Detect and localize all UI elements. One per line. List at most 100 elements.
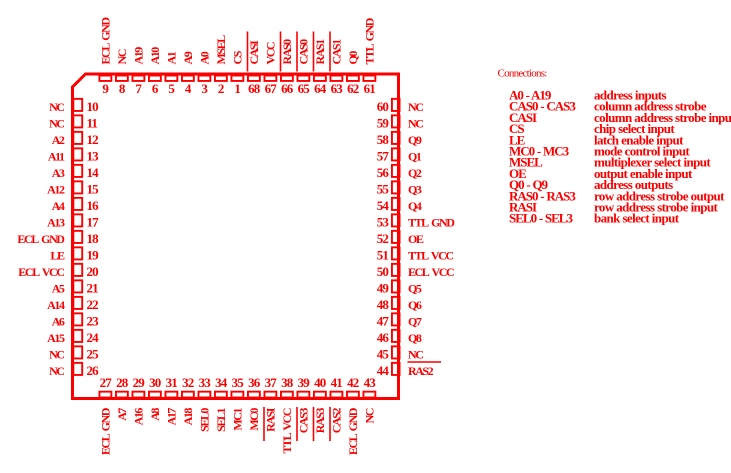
- svg-text:Q4: Q4: [408, 199, 422, 213]
- svg-text:65: 65: [298, 81, 311, 96]
- svg-text:43: 43: [364, 375, 377, 390]
- svg-text:64: 64: [314, 81, 327, 96]
- svg-text:A9: A9: [181, 51, 195, 64]
- svg-text:34: 34: [215, 375, 228, 390]
- svg-text:NC: NC: [362, 408, 376, 423]
- svg-text:61: 61: [364, 81, 376, 96]
- svg-text:42: 42: [347, 375, 359, 390]
- svg-text:TTL VCC: TTL VCC: [280, 408, 294, 453]
- svg-text:9: 9: [102, 81, 109, 96]
- svg-text:A0: A0: [197, 51, 211, 64]
- svg-text:RAS0 - RAS3: RAS0 - RAS3: [509, 188, 576, 203]
- svg-text:49: 49: [377, 280, 390, 295]
- svg-text:ECL VCC: ECL VCC: [18, 265, 64, 279]
- svg-text:ECL VCC: ECL VCC: [408, 265, 454, 279]
- svg-text:MC1: MC1: [230, 408, 244, 431]
- svg-text:A10: A10: [148, 47, 162, 65]
- svg-text:output enable input: output enable input: [594, 166, 693, 181]
- svg-text:2: 2: [218, 81, 224, 96]
- svg-text:CAS3: CAS3: [296, 408, 310, 434]
- svg-text:4: 4: [185, 81, 192, 96]
- svg-text:NC: NC: [49, 347, 64, 361]
- svg-text:RAS3: RAS3: [313, 408, 327, 434]
- svg-text:28: 28: [116, 375, 129, 390]
- svg-text:RASI: RASI: [509, 200, 537, 215]
- svg-text:Q6: Q6: [408, 298, 422, 312]
- svg-text:57: 57: [377, 148, 390, 163]
- svg-text:A11: A11: [48, 149, 65, 163]
- svg-text:A18: A18: [181, 408, 195, 426]
- svg-text:ECL GND: ECL GND: [17, 232, 65, 246]
- svg-text:OE: OE: [408, 232, 424, 246]
- svg-text:20: 20: [87, 264, 99, 279]
- svg-text:A15: A15: [47, 331, 65, 345]
- svg-text:A16: A16: [131, 408, 145, 426]
- svg-text:10: 10: [87, 99, 99, 114]
- svg-text:35: 35: [232, 375, 245, 390]
- svg-text:NC: NC: [408, 347, 423, 361]
- svg-text:ECL GND: ECL GND: [346, 407, 360, 455]
- svg-text:NC: NC: [408, 100, 423, 114]
- svg-text:62: 62: [347, 81, 359, 96]
- svg-text:31: 31: [166, 375, 178, 390]
- svg-text:25: 25: [87, 346, 100, 361]
- svg-text:Q5: Q5: [408, 281, 422, 295]
- svg-text:Q0: Q0: [346, 51, 360, 65]
- svg-text:A6: A6: [52, 314, 65, 328]
- svg-text:55: 55: [377, 181, 390, 196]
- svg-text:bank select input: bank select input: [594, 211, 680, 226]
- svg-text:SEL0: SEL0: [197, 408, 211, 432]
- svg-text:CAS0 - CAS3: CAS0 - CAS3: [509, 99, 576, 114]
- svg-text:NC: NC: [49, 100, 64, 114]
- svg-text:A12: A12: [47, 182, 65, 196]
- svg-text:51: 51: [377, 247, 389, 262]
- svg-text:22: 22: [87, 297, 99, 312]
- svg-text:29: 29: [133, 375, 146, 390]
- svg-text:Q1: Q1: [408, 149, 422, 163]
- svg-text:CS: CS: [509, 121, 524, 136]
- svg-text:67: 67: [265, 81, 278, 96]
- svg-text:Q2: Q2: [408, 166, 422, 180]
- svg-text:19: 19: [87, 247, 100, 262]
- svg-text:LE: LE: [509, 132, 525, 147]
- svg-text:row address strobe input: row address strobe input: [594, 200, 718, 215]
- svg-text:TTL GND: TTL GND: [408, 215, 455, 229]
- svg-text:chip select input: chip select input: [594, 121, 675, 136]
- svg-text:mode control input: mode control input: [594, 144, 690, 159]
- svg-text:A1: A1: [164, 51, 178, 64]
- svg-text:63: 63: [331, 81, 344, 96]
- svg-text:ECL GND: ECL GND: [98, 407, 112, 455]
- svg-text:56: 56: [377, 165, 390, 180]
- svg-text:VCC: VCC: [263, 42, 277, 64]
- svg-text:Connections:: Connections:: [498, 68, 548, 80]
- svg-text:12: 12: [87, 132, 99, 147]
- svg-text:41: 41: [331, 375, 343, 390]
- svg-text:RAS2: RAS2: [408, 364, 434, 378]
- svg-text:47: 47: [377, 313, 390, 328]
- svg-text:Q9: Q9: [408, 133, 422, 147]
- svg-text:45: 45: [377, 346, 390, 361]
- svg-text:ECL GND: ECL GND: [98, 17, 112, 65]
- svg-text:A19: A19: [131, 47, 145, 65]
- svg-text:NC: NC: [115, 49, 129, 64]
- svg-text:OE: OE: [509, 166, 526, 181]
- svg-text:50: 50: [377, 264, 389, 279]
- svg-text:59: 59: [377, 115, 390, 130]
- svg-text:27: 27: [100, 375, 113, 390]
- svg-text:58: 58: [377, 132, 390, 147]
- svg-text:A17: A17: [164, 408, 178, 426]
- svg-text:TTL GND: TTL GND: [362, 17, 376, 64]
- svg-text:16: 16: [87, 198, 100, 213]
- svg-text:MC0 - MC3: MC0 - MC3: [509, 144, 570, 159]
- svg-text:39: 39: [298, 375, 311, 390]
- svg-text:24: 24: [87, 330, 100, 345]
- svg-text:A14: A14: [47, 298, 65, 312]
- svg-text:21: 21: [87, 280, 99, 295]
- svg-text:60: 60: [377, 99, 389, 114]
- svg-text:52: 52: [377, 231, 389, 246]
- svg-text:NC: NC: [408, 116, 423, 130]
- svg-text:18: 18: [87, 231, 100, 246]
- svg-text:RAS1: RAS1: [313, 39, 327, 65]
- svg-text:CAS0: CAS0: [296, 39, 310, 65]
- svg-text:A7: A7: [115, 408, 129, 421]
